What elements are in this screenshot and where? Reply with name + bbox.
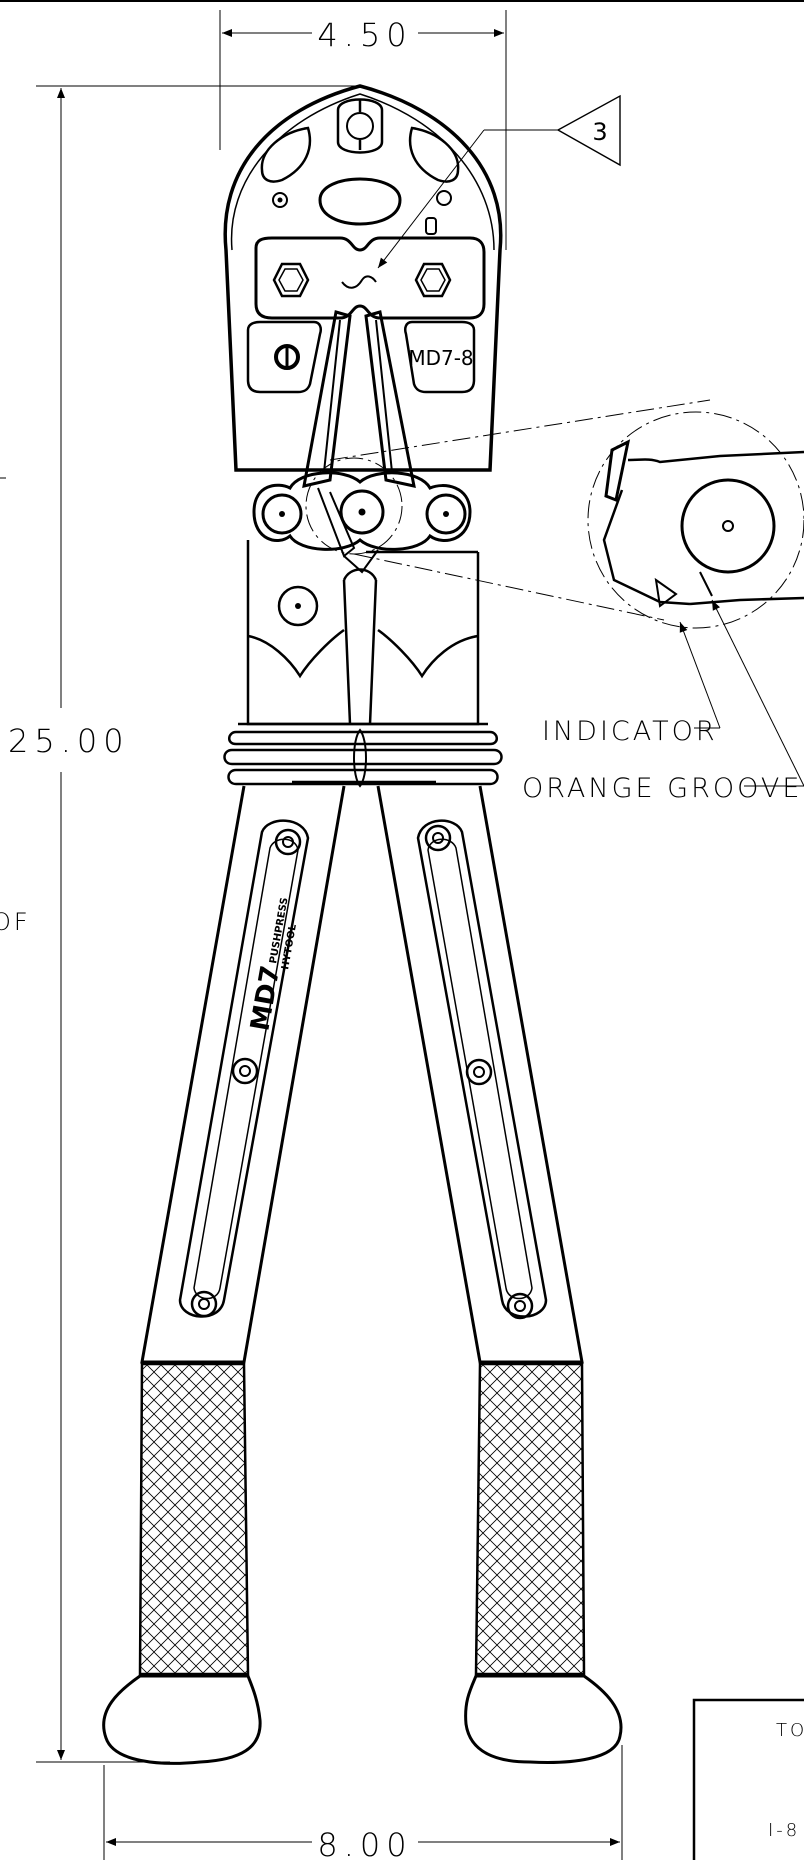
- jaw-left: [302, 310, 352, 488]
- link-plate: [252, 471, 472, 551]
- callout-indicator: INDICATOR: [542, 621, 721, 747]
- note-flag-3: 3: [377, 94, 621, 269]
- callout-indicator-label: INDICATOR: [542, 716, 718, 747]
- head-rivet-right: [436, 190, 452, 206]
- grip-right: [474, 1362, 586, 1676]
- title-block-fragment-2: I-8: [768, 1820, 800, 1841]
- handle-right: [376, 785, 623, 1764]
- dimension-width-top: 4.50: [219, 10, 507, 250]
- handle-left-rivet-bottom: [190, 1290, 218, 1318]
- detail-view: [329, 399, 804, 629]
- stamp-plate-right: [404, 320, 476, 394]
- pivot-right: [425, 493, 467, 535]
- jaw-right: [364, 310, 416, 488]
- dimension-label-width-bottom: 8.00: [317, 1826, 412, 1860]
- note-flag-number: 3: [592, 118, 607, 146]
- hex-bolt-right: [414, 262, 452, 298]
- handle-end-left: [102, 1674, 262, 1765]
- dimension-label-width-top: 4.50: [317, 16, 412, 54]
- handle-left-rivet-mid: [231, 1057, 259, 1085]
- stamp-text-right: MD7-8: [408, 346, 473, 370]
- detail-circle-large: [587, 411, 804, 629]
- head-outline: [223, 84, 503, 472]
- dimension-length: 25.00: [8, 85, 364, 1763]
- handle-slot-left: [178, 819, 310, 1318]
- dimension-width-bottom: 8.00: [103, 1745, 623, 1860]
- detail-pivot-inner: [722, 520, 734, 532]
- callout-orange-groove: ORANGE GROOVE: [522, 599, 804, 804]
- grip-left: [138, 1362, 250, 1676]
- stamp-plate-left: [246, 320, 322, 394]
- handle-right-rivet-bottom: [506, 1292, 534, 1320]
- title-block-fragment-1: TO: [776, 1720, 804, 1741]
- head-window-right: [408, 126, 460, 183]
- head-center-opening: [318, 177, 402, 226]
- handle-end-right: [464, 1674, 623, 1764]
- detail-pivot-outer: [680, 478, 776, 574]
- title-block: TO I-8: [692, 1698, 804, 1860]
- callout-orange-groove-label: ORANGE GROOVE: [522, 773, 802, 804]
- head-window-left: [260, 126, 312, 183]
- dimension-label-length: 25.00: [8, 722, 130, 760]
- collar: [223, 722, 503, 788]
- handle-left: MD7 PUSHPRESS HYTOOL: [102, 785, 346, 1765]
- bolt-plate: [254, 236, 486, 320]
- head-top-slot: [336, 98, 384, 154]
- head-lower-rivet: [277, 585, 319, 627]
- cutoff-left-fragment: OF: [0, 908, 31, 936]
- tool-head: MD7-8: [223, 84, 503, 726]
- handle-right-rivet-top: [424, 824, 452, 852]
- pivot-center: [339, 489, 385, 535]
- handle-right-rivet-mid: [465, 1058, 493, 1086]
- pivot-left: [261, 493, 303, 535]
- hex-bolt-left: [272, 262, 310, 298]
- handle-model-label: MD7: [245, 963, 286, 1033]
- head-rivet-left: [272, 192, 288, 208]
- handle-left-rivet-top: [274, 828, 302, 856]
- head-lower-body: [246, 540, 480, 726]
- detail-circle-small: [305, 457, 403, 555]
